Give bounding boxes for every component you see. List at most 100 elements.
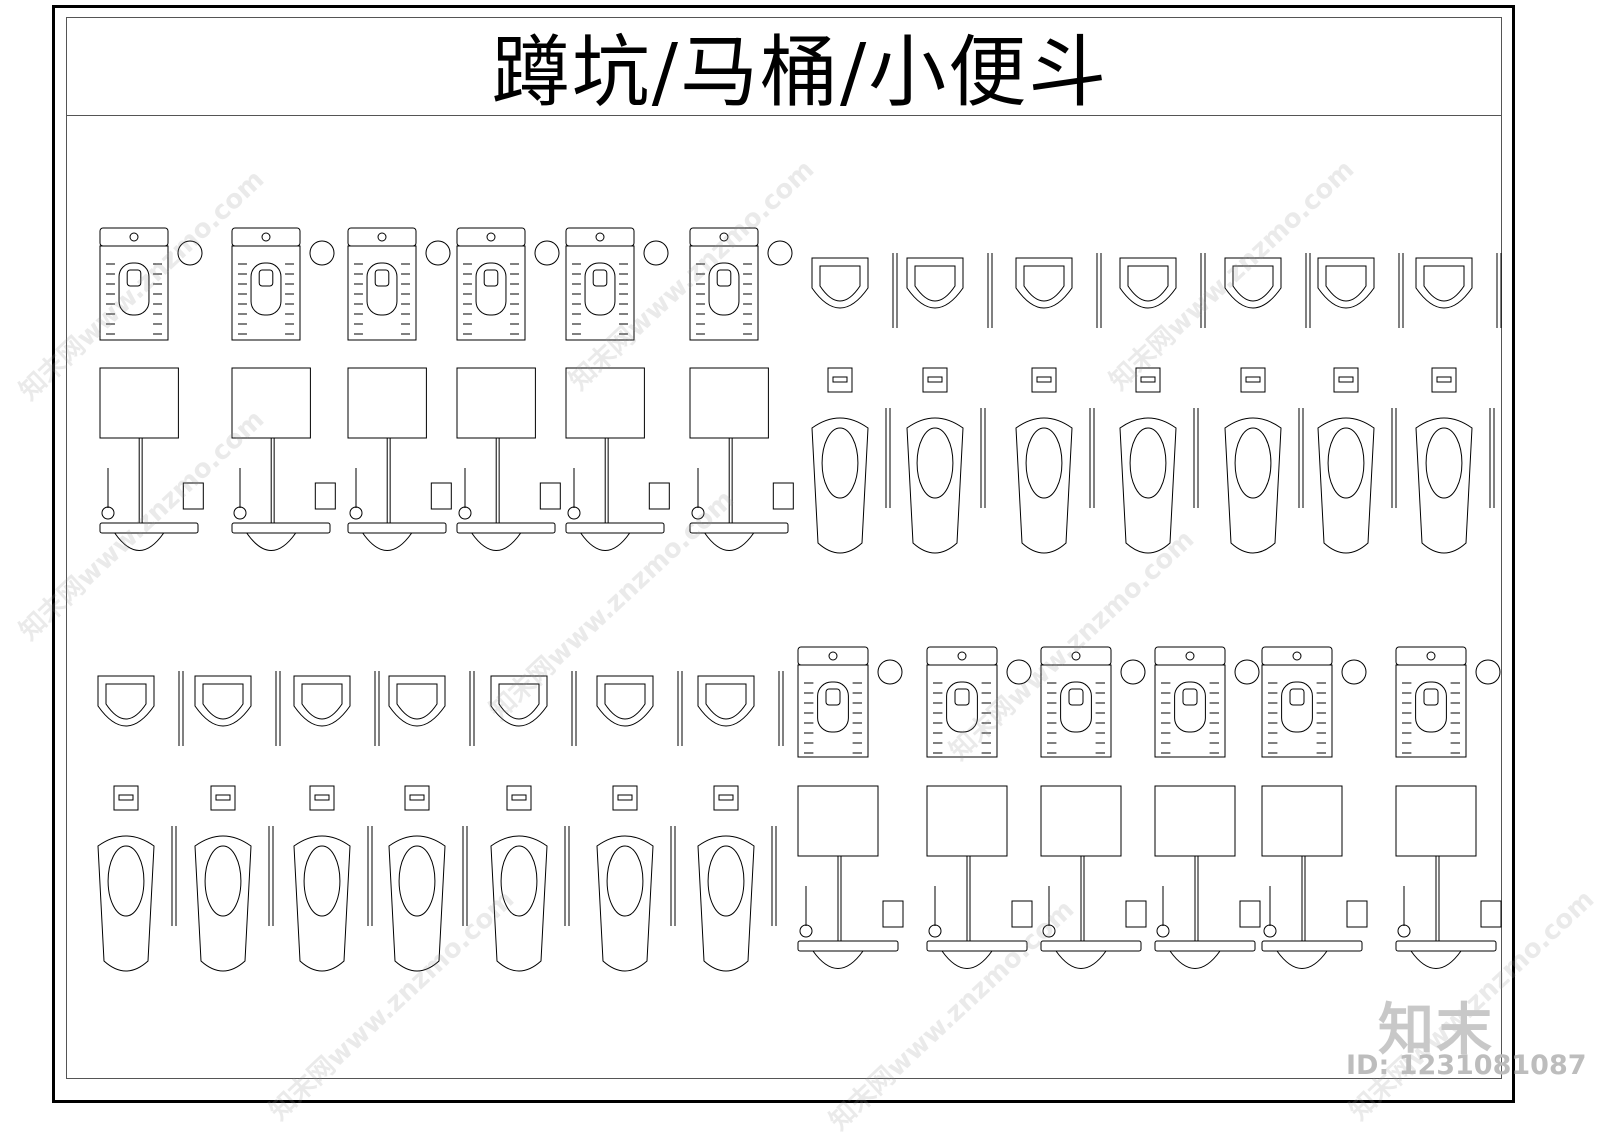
sensor-icon [113,785,139,811]
sensor-icon [1431,367,1457,393]
bin-icon [882,900,904,928]
squat-toilet-plan [565,227,669,341]
squat-toilet-plan [1040,646,1146,758]
squat-toilet-plan [99,227,203,341]
urinal-plan [490,671,577,746]
squat-toilet-plan [797,646,903,758]
squat-toilet-elevation [926,785,1033,969]
sensor-icon [922,367,948,393]
paper-holder-icon [1120,659,1146,685]
urinal-plan [1224,253,1311,328]
urinal-plan [811,253,898,328]
urinal-elevation [596,785,676,972]
squat-toilet-elevation [1040,785,1147,969]
inner-frame [66,17,1502,1079]
bin-icon [314,482,336,510]
paper-holder-icon [643,240,669,266]
urinal-plan [596,671,683,746]
urinal-plan [97,671,184,746]
bin-icon [1480,900,1502,928]
urinal-elevation [388,785,468,972]
squat-toilet-elevation [689,367,794,551]
urinal-elevation [194,785,274,972]
urinal-elevation [1119,367,1199,554]
urinal-plan [388,671,475,746]
bin-icon [430,482,452,510]
urinal-elevation [1415,367,1495,554]
squat-toilet-plan [1395,646,1501,758]
urinal-plan [293,671,380,746]
urinal-plan [1015,253,1102,328]
urinal-elevation [697,785,777,972]
paper-holder-icon [877,659,903,685]
paper-holder-icon [534,240,560,266]
bin-icon [648,482,670,510]
paper-holder-icon [177,240,203,266]
urinal-elevation [293,785,373,972]
page-title: 蹲坑/马桶/小便斗 [491,28,1109,118]
squat-toilet-group-bottom [797,646,1502,969]
squat-toilet-group-top [99,227,794,551]
urinal-plan [194,671,281,746]
drawing-id: ID: 1231081087 [1346,1050,1587,1081]
squat-toilet-plan [347,227,451,341]
squat-toilet-plan [1261,646,1367,758]
squat-toilet-plan [1154,646,1260,758]
urinal-group-top [811,253,1502,554]
sensor-icon [210,785,236,811]
urinal-plan [1317,253,1404,328]
bin-icon [182,482,204,510]
squat-toilet-elevation [565,367,670,551]
urinal-elevation [490,785,570,972]
sensor-icon [612,785,638,811]
title-divider [66,115,1502,116]
urinal-plan [1415,253,1502,328]
urinal-elevation [1317,367,1397,554]
sensor-icon [404,785,430,811]
outer-frame [52,5,1515,1103]
squat-toilet-elevation [797,785,904,969]
sensor-icon [827,367,853,393]
squat-toilet-plan [456,227,560,341]
urinal-plan [1119,253,1206,328]
paper-holder-icon [1006,659,1032,685]
urinal-plan [697,671,784,746]
paper-holder-icon [1341,659,1367,685]
bin-icon [1125,900,1147,928]
paper-holder-icon [1234,659,1260,685]
sensor-icon [1333,367,1359,393]
squat-toilet-elevation [1261,785,1368,969]
squat-toilet-elevation [99,367,204,551]
bin-icon [772,482,794,510]
urinal-elevation [97,785,177,972]
paper-holder-icon [767,240,793,266]
squat-toilet-elevation [1395,785,1502,969]
sensor-icon [1031,367,1057,393]
urinal-plan [906,253,993,328]
squat-toilet-plan [926,646,1032,758]
brand-logo: 知末 [1378,998,1494,1063]
squat-toilet-elevation [1154,785,1261,969]
sensor-icon [309,785,335,811]
sensor-icon [506,785,532,811]
squat-toilet-plan [689,227,793,341]
bin-icon [1346,900,1368,928]
urinal-elevation [1015,367,1095,554]
urinal-elevation [906,367,986,554]
paper-holder-icon [309,240,335,266]
sensor-icon [1135,367,1161,393]
sensor-icon [713,785,739,811]
squat-toilet-elevation [347,367,452,551]
urinal-group-bottom [97,671,784,972]
squat-toilet-plan [231,227,335,341]
paper-holder-icon [425,240,451,266]
sensor-icon [1240,367,1266,393]
bin-icon [539,482,561,510]
bin-icon [1011,900,1033,928]
paper-holder-icon [1475,659,1501,685]
urinal-elevation [811,367,891,554]
urinal-elevation [1224,367,1304,554]
squat-toilet-elevation [231,367,336,551]
bin-icon [1239,900,1261,928]
